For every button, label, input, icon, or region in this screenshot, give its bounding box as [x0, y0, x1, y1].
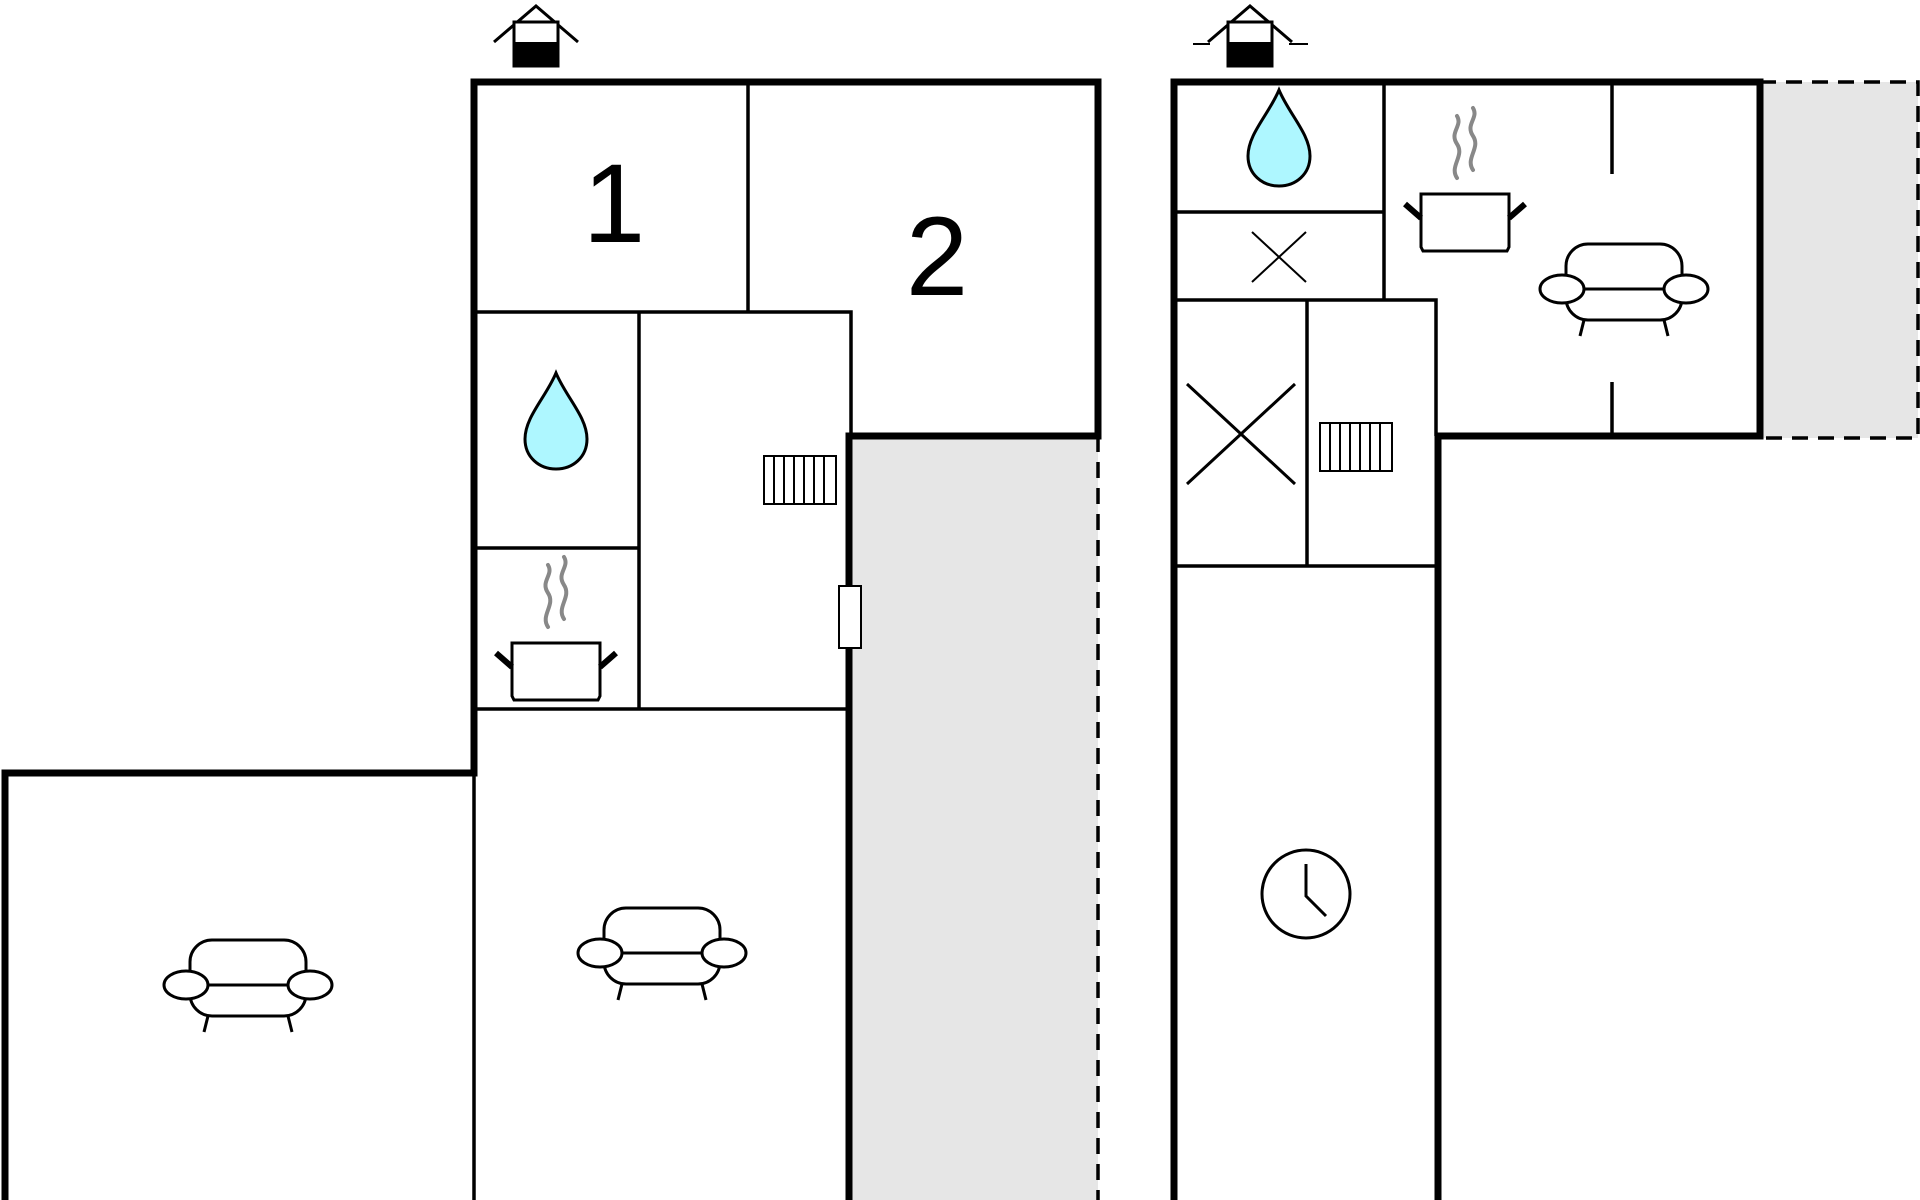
- outer-wall: [1, 78, 1102, 1200]
- left-floor: 1 2: [1, 4, 1102, 1200]
- terrace-area: [1760, 82, 1918, 438]
- heater-icon: [763, 455, 837, 505]
- door-icon: [838, 585, 862, 649]
- shower-cross-icon: [1185, 382, 1297, 486]
- entrance-icon: [1193, 4, 1308, 68]
- clock-icon: [1260, 848, 1352, 940]
- interior-wall: [1174, 298, 1438, 436]
- interior-wall: [474, 310, 853, 436]
- cooking-pot-icon: [496, 557, 616, 700]
- toilet-cross-icon: [1251, 231, 1307, 283]
- right-floor: [1170, 4, 1920, 1200]
- sofa-icon: [1538, 242, 1710, 338]
- terrace-dashed-edge: [1760, 80, 1920, 440]
- sofa-icon: [162, 938, 334, 1034]
- room-number-1: 1: [583, 141, 645, 266]
- room-number-2: 2: [906, 194, 968, 319]
- sofa-icon: [576, 906, 748, 1002]
- heater-icon: [1319, 422, 1393, 472]
- entrance-icon: [492, 4, 580, 68]
- water-drop-icon: [1246, 88, 1312, 188]
- outer-wall: [1170, 78, 1764, 1200]
- water-drop-icon: [523, 371, 589, 471]
- cooking-pot-icon: [1405, 108, 1525, 251]
- terrace-area: [851, 436, 1098, 1200]
